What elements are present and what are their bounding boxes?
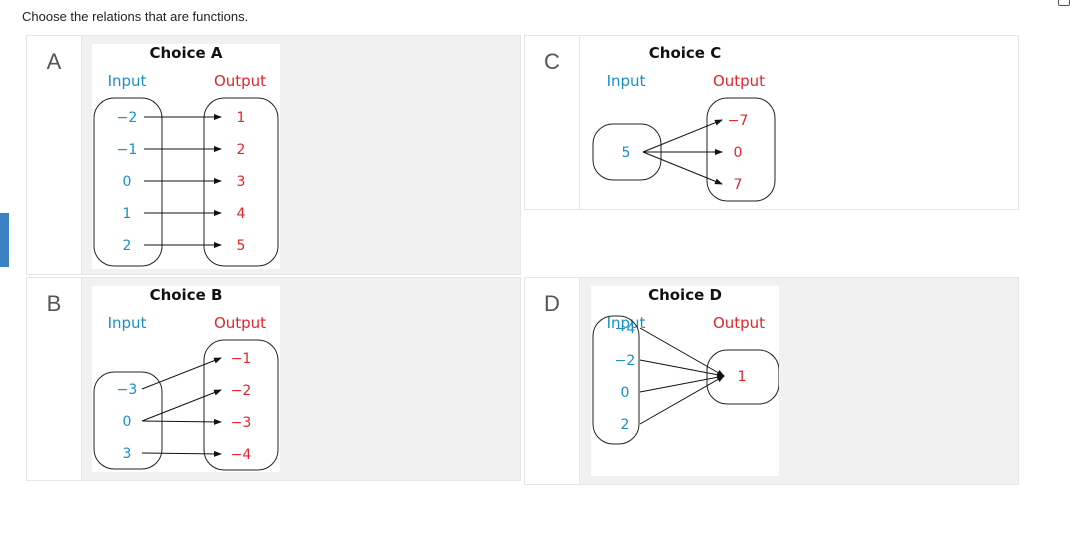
option-letter: B (46, 291, 62, 316)
output-value: 4 (237, 206, 246, 222)
output-value: 3 (237, 174, 246, 190)
input-label: Input (607, 72, 646, 90)
option-letter-column: D (525, 278, 580, 484)
mapping-arrow (642, 119, 723, 153)
mapping-arrow (141, 450, 222, 457)
output-value: −4 (231, 447, 252, 463)
input-set-oval (93, 371, 163, 470)
input-value: 5 (622, 145, 631, 161)
output-value: 2 (237, 142, 246, 158)
input-set-oval (93, 97, 163, 267)
option-letter: D (544, 291, 560, 316)
input-value: 1 (123, 206, 132, 222)
input-value: 2 (621, 417, 630, 433)
input-value: 3 (123, 446, 132, 462)
mapping-arrow (639, 359, 725, 378)
output-set-oval (203, 97, 279, 267)
option-letter: A (46, 49, 62, 74)
option-letter-column: B (27, 278, 82, 480)
question-prompt: Choose the relations that are functions. (22, 9, 249, 24)
input-value: 0 (123, 174, 132, 190)
input-value: −4 (615, 321, 636, 337)
output-value: 5 (237, 238, 246, 254)
output-set-oval (706, 97, 776, 202)
input-set-oval (592, 315, 640, 445)
diagram-title: Choice A (149, 44, 222, 62)
output-value: 1 (237, 110, 246, 126)
mapping-arrow (639, 327, 725, 377)
mapping-arrow (141, 389, 222, 422)
input-label: Input (108, 72, 147, 90)
input-label: Input (108, 314, 147, 332)
output-value: −3 (231, 415, 252, 431)
input-value: 0 (123, 414, 132, 430)
input-value: 2 (123, 238, 132, 254)
diagram-title: Choice C (649, 44, 721, 62)
output-value: 0 (734, 145, 743, 161)
option-letter: C (544, 49, 560, 74)
input-label: Input (607, 314, 646, 332)
mapping-arrow (639, 375, 725, 425)
diagram-title: Choice B (150, 286, 223, 304)
input-value: −1 (117, 142, 138, 158)
option-letter-column: C (525, 36, 580, 209)
output-value: −1 (231, 351, 252, 367)
output-set-oval (203, 339, 279, 471)
output-label: Output (214, 72, 266, 90)
window-control-icon[interactable] (1058, 0, 1070, 6)
output-label: Output (713, 72, 765, 90)
input-value: −2 (615, 353, 636, 369)
mapping-arrow (639, 374, 725, 393)
output-label: Output (713, 314, 765, 332)
mapping-arrow (141, 418, 222, 425)
focus-indicator-bar (0, 213, 9, 267)
input-value: −2 (117, 110, 138, 126)
input-value: 0 (621, 385, 630, 401)
mapping-arrow (141, 357, 222, 390)
output-set-oval (706, 349, 779, 405)
output-value: −2 (231, 383, 252, 399)
option-letter-column: A (27, 36, 82, 274)
output-label: Output (214, 314, 266, 332)
output-value: 7 (734, 177, 743, 193)
mapping-arrow (642, 151, 723, 185)
diagram-title: Choice D (648, 286, 722, 304)
output-value: 1 (738, 369, 747, 385)
output-value: −7 (728, 113, 749, 129)
input-value: −3 (117, 382, 138, 398)
